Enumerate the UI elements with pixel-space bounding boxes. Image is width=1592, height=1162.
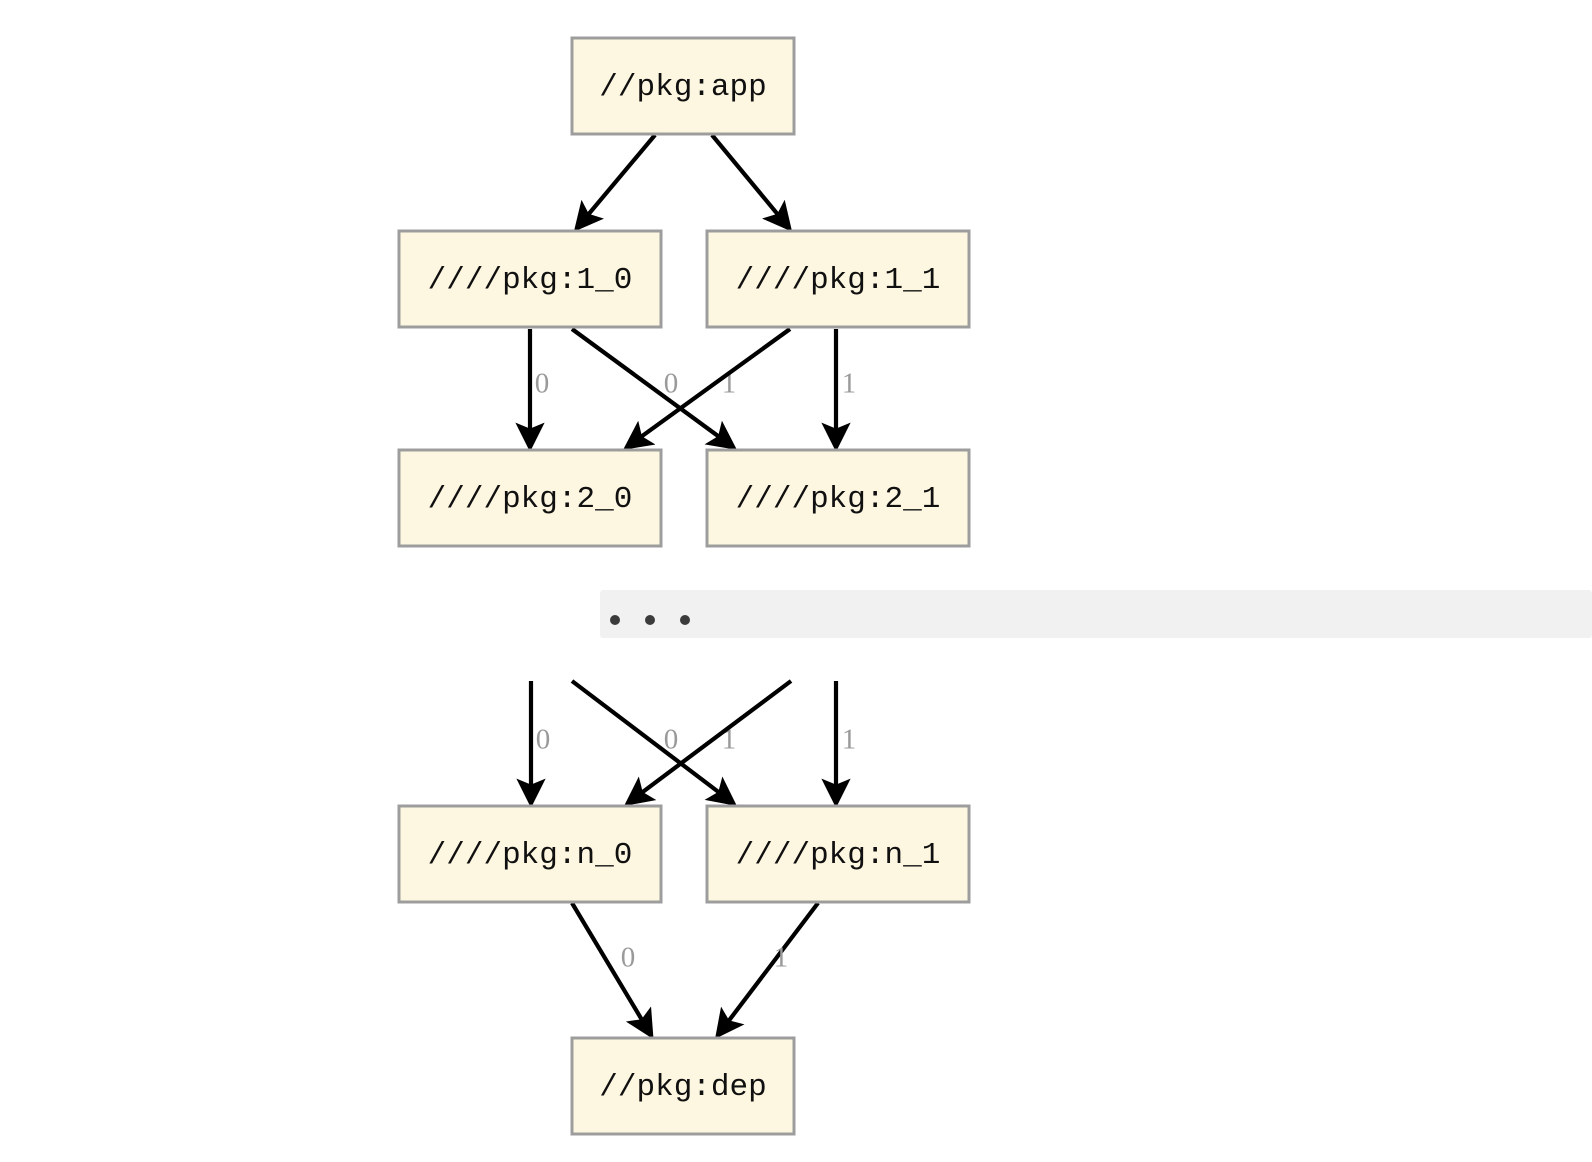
graph-node-n2_0[interactable]: ////pkg:2_0 xyxy=(397,448,663,548)
node-label: ////pkg:2_1 xyxy=(736,482,941,517)
graph-edge: 0 xyxy=(623,327,792,450)
edge-line xyxy=(710,133,793,232)
edge-label: 0 xyxy=(535,368,550,400)
edge-label: 1 xyxy=(842,368,857,400)
node-label: ////pkg:1_1 xyxy=(736,263,941,298)
ellipsis-dot xyxy=(645,615,655,625)
edge-label: 0 xyxy=(621,942,636,974)
node-box[interactable] xyxy=(705,448,971,548)
graph-edge: 0 xyxy=(515,329,550,452)
node-box[interactable] xyxy=(570,36,796,136)
edge-line xyxy=(570,901,654,1040)
graph-node-dep[interactable]: //pkg:dep xyxy=(570,1036,796,1136)
node-label: //pkg:dep xyxy=(599,1070,766,1105)
edge-line xyxy=(573,133,657,232)
nodes-layer: //pkg:app ////pkg:1_0 ////pkg:1_1 ////pkg:2… xyxy=(397,36,971,1136)
graph-edge: 0 xyxy=(624,679,793,806)
node-box[interactable] xyxy=(570,1036,796,1136)
ellipsis-dot xyxy=(610,615,620,625)
graph-node-n2_1[interactable]: ////pkg:2_1 xyxy=(705,448,971,548)
graph-edge: 1 xyxy=(821,329,857,452)
graph-node-nn_0[interactable]: ////pkg:n_0 xyxy=(397,804,663,904)
graph-edge: 1 xyxy=(715,901,820,1039)
ellipsis-separator xyxy=(600,590,1592,638)
edge-label: 0 xyxy=(536,724,551,756)
node-box[interactable] xyxy=(397,804,663,904)
graph-edge: 0 xyxy=(516,681,551,808)
node-box[interactable] xyxy=(397,448,663,548)
edge-label: 0 xyxy=(664,724,679,756)
ellipsis-dot xyxy=(680,615,690,625)
node-label: ////pkg:n_0 xyxy=(428,838,633,873)
node-label: ////pkg:n_1 xyxy=(736,838,941,873)
ellipsis-band xyxy=(600,590,1592,638)
node-box[interactable] xyxy=(705,804,971,904)
graph-node-n1_0[interactable]: ////pkg:1_0 xyxy=(397,229,663,329)
graph-edge: 1 xyxy=(821,681,857,808)
graph-edge xyxy=(573,133,657,232)
edge-line xyxy=(623,327,792,450)
node-box[interactable] xyxy=(397,229,663,329)
node-label: //pkg:app xyxy=(599,70,766,105)
edge-line xyxy=(570,679,737,806)
edge-line xyxy=(570,327,737,450)
graph-edge xyxy=(710,133,793,232)
edge-line xyxy=(624,679,793,806)
graph-node-nn_1[interactable]: ////pkg:n_1 xyxy=(705,804,971,904)
edge-label: 1 xyxy=(774,942,789,974)
node-label: ////pkg:2_0 xyxy=(428,482,633,517)
edge-line xyxy=(715,901,820,1039)
node-label: ////pkg:1_0 xyxy=(428,263,633,298)
graph-node-n1_1[interactable]: ////pkg:1_1 xyxy=(705,229,971,329)
graph-node-app[interactable]: //pkg:app xyxy=(570,36,796,136)
edge-label: 1 xyxy=(842,724,857,756)
graph-edge: 0 xyxy=(570,901,654,1040)
node-box[interactable] xyxy=(705,229,971,329)
edge-label: 0 xyxy=(664,368,679,400)
